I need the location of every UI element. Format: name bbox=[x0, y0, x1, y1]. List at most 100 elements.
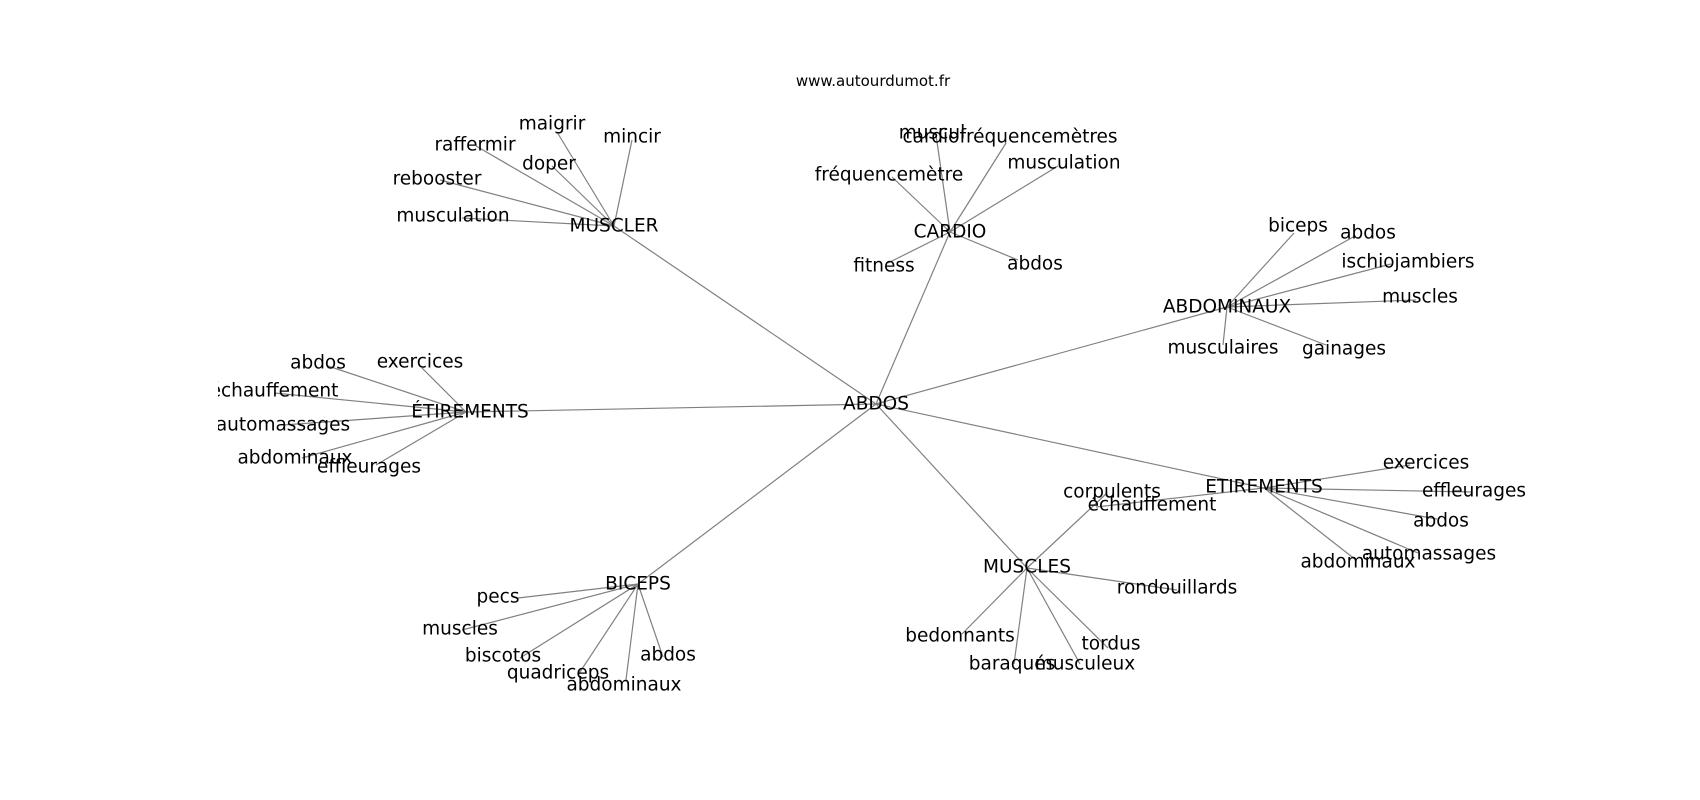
leaf-node-label[interactable]: fitness bbox=[853, 256, 914, 277]
edge-hub-to-leaf bbox=[327, 365, 467, 413]
leaf-node-label[interactable]: raffermir bbox=[434, 135, 516, 156]
hub-node-label[interactable]: ETIREMENTS bbox=[1205, 477, 1323, 498]
edge-hub-to-leaf bbox=[421, 367, 467, 413]
left-crop-area bbox=[0, 0, 218, 800]
leaf-node-label[interactable]: quadriceps bbox=[507, 663, 609, 684]
leaf-node-label[interactable]: mincir bbox=[603, 127, 661, 148]
hub-node-label[interactable]: CARDIO bbox=[914, 222, 987, 243]
leaf-node-label[interactable]: automassages bbox=[216, 415, 350, 436]
edge-hub-to-leaf bbox=[887, 231, 951, 264]
hub-node-label[interactable]: MUSCLES bbox=[983, 557, 1071, 578]
edge-hub-to-leaf bbox=[1226, 235, 1356, 308]
leaf-node-label[interactable]: maigrir bbox=[519, 114, 586, 135]
graph-edges bbox=[273, 131, 1473, 681]
edge-center-to-hub bbox=[637, 403, 877, 585]
edge-hub-to-leaf bbox=[1026, 492, 1108, 569]
leaf-node-label[interactable]: abdominaux bbox=[1300, 552, 1415, 573]
edge-hub-to-leaf bbox=[273, 392, 467, 413]
leaf-node-label[interactable]: abdos bbox=[1007, 254, 1063, 275]
edge-hub-to-leaf bbox=[1263, 487, 1438, 520]
edge-center-to-hub bbox=[875, 403, 1265, 489]
leaf-node-label[interactable]: fréquencemètre bbox=[815, 165, 963, 186]
edge-hub-to-leaf bbox=[1026, 567, 1081, 665]
leaf-node-label[interactable]: échauffement bbox=[210, 381, 339, 402]
edge-center-to-hub bbox=[875, 231, 951, 405]
leaf-node-label[interactable]: rondouillards bbox=[1117, 578, 1237, 599]
leaf-node-label[interactable]: abdos bbox=[640, 645, 696, 666]
edge-hub-to-leaf bbox=[475, 145, 615, 227]
hub-node-label[interactable]: MUSCLER bbox=[569, 216, 658, 237]
center-node-label[interactable]: ABDOS bbox=[843, 394, 909, 415]
leaf-node-label[interactable]: abdominaux bbox=[566, 675, 681, 696]
edge-hub-to-leaf bbox=[949, 231, 1019, 261]
leaf-node-label[interactable]: automassages bbox=[1362, 544, 1496, 565]
edge-hub-to-leaf bbox=[949, 165, 1059, 233]
edge-hub-to-leaf bbox=[1226, 299, 1417, 308]
edge-hub-to-leaf bbox=[1226, 263, 1392, 308]
edge-hub-to-leaf bbox=[935, 134, 951, 233]
leaf-node-label[interactable]: abdominaux bbox=[237, 448, 352, 469]
leaf-node-label[interactable]: effleurages bbox=[317, 457, 421, 478]
edge-hub-to-leaf bbox=[1026, 567, 1178, 591]
leaf-node-label[interactable]: bedonnants bbox=[905, 626, 1015, 647]
edge-center-to-hub bbox=[875, 306, 1228, 405]
leaf-node-label[interactable]: pecs bbox=[477, 587, 520, 608]
edge-hub-to-leaf bbox=[519, 583, 639, 659]
leaf-node-label[interactable]: exercices bbox=[1383, 453, 1470, 474]
edge-hub-to-leaf bbox=[282, 411, 467, 426]
leaf-node-label[interactable]: abdos bbox=[1340, 223, 1396, 244]
edge-hub-to-leaf bbox=[949, 142, 1007, 233]
edge-hub-to-leaf bbox=[1222, 306, 1228, 346]
edge-hub-to-leaf bbox=[1263, 487, 1419, 554]
leaf-node-label[interactable]: gainages bbox=[1302, 339, 1386, 360]
edge-hub-to-leaf bbox=[1226, 306, 1327, 346]
leaf-node-label[interactable]: muscles bbox=[422, 619, 498, 640]
edge-center-to-hub bbox=[613, 225, 877, 405]
leaf-node-label[interactable]: baraqués bbox=[969, 654, 1056, 675]
hub-node-label[interactable]: BICEPS bbox=[605, 574, 671, 595]
leaf-node-label[interactable]: tordus bbox=[1082, 634, 1141, 655]
edge-hub-to-leaf bbox=[1263, 464, 1411, 489]
leaf-node-label[interactable]: muscul bbox=[899, 123, 965, 144]
edge-hub-to-leaf bbox=[891, 176, 951, 233]
leaf-node-label[interactable]: doper bbox=[522, 154, 576, 175]
leaf-node-label[interactable]: abdos bbox=[1413, 511, 1469, 532]
leaf-node-label[interactable]: ischiojambiers bbox=[1341, 252, 1474, 273]
edge-hub-to-leaf bbox=[1263, 487, 1357, 561]
edge-hub-to-leaf bbox=[1026, 567, 1109, 649]
graph-labels: ABDOS MUSCLER maigrir mincir raffermir doper r… bbox=[210, 114, 1526, 696]
edge-hub-to-leaf bbox=[301, 411, 467, 459]
edge-hub-to-leaf bbox=[1226, 232, 1295, 308]
edge-hub-to-leaf bbox=[625, 583, 639, 681]
hub-node-label[interactable]: ÉTIREMENTS bbox=[411, 401, 529, 423]
leaf-node-label[interactable]: musculation bbox=[396, 206, 509, 227]
leaf-node-label[interactable]: biscotos bbox=[465, 646, 541, 667]
edge-hub-to-leaf bbox=[461, 217, 615, 227]
hub-node-label[interactable]: ABDOMINAUX bbox=[1163, 297, 1292, 318]
leaf-node-label[interactable]: abdos bbox=[290, 353, 346, 374]
edge-hub-to-leaf bbox=[961, 567, 1028, 635]
edge-hub-to-leaf bbox=[613, 139, 633, 227]
edge-hub-to-leaf bbox=[461, 583, 639, 631]
leaf-node-label[interactable]: rebooster bbox=[393, 169, 482, 190]
leaf-node-label[interactable]: musculation bbox=[1007, 153, 1120, 174]
source-watermark: www.autourdumot.fr bbox=[795, 72, 951, 90]
edge-hub-to-leaf bbox=[556, 131, 615, 227]
leaf-node-label[interactable]: effleurages bbox=[1422, 481, 1526, 502]
leaf-node-label[interactable]: biceps bbox=[1268, 216, 1328, 237]
edge-hub-to-leaf bbox=[439, 179, 615, 227]
edge-hub-to-leaf bbox=[1263, 487, 1473, 493]
leaf-node-label[interactable]: musculeux bbox=[1035, 654, 1136, 675]
leaf-node-label[interactable]: cardiofréquencemètres bbox=[902, 127, 1117, 148]
edge-hub-to-leaf bbox=[637, 583, 664, 658]
leaf-node-label[interactable]: muscles bbox=[1382, 287, 1458, 308]
edge-hub-to-leaf bbox=[517, 583, 639, 599]
leaf-node-label[interactable]: échauffement bbox=[1088, 495, 1217, 516]
edge-center-to-hub bbox=[465, 403, 877, 413]
leaf-node-label[interactable]: exercices bbox=[377, 352, 464, 373]
edge-hub-to-leaf bbox=[551, 165, 615, 227]
edge-hub-to-leaf bbox=[375, 411, 467, 466]
leaf-node-label[interactable]: corpulents bbox=[1063, 482, 1161, 503]
leaf-node-label[interactable]: musculaires bbox=[1167, 338, 1278, 359]
